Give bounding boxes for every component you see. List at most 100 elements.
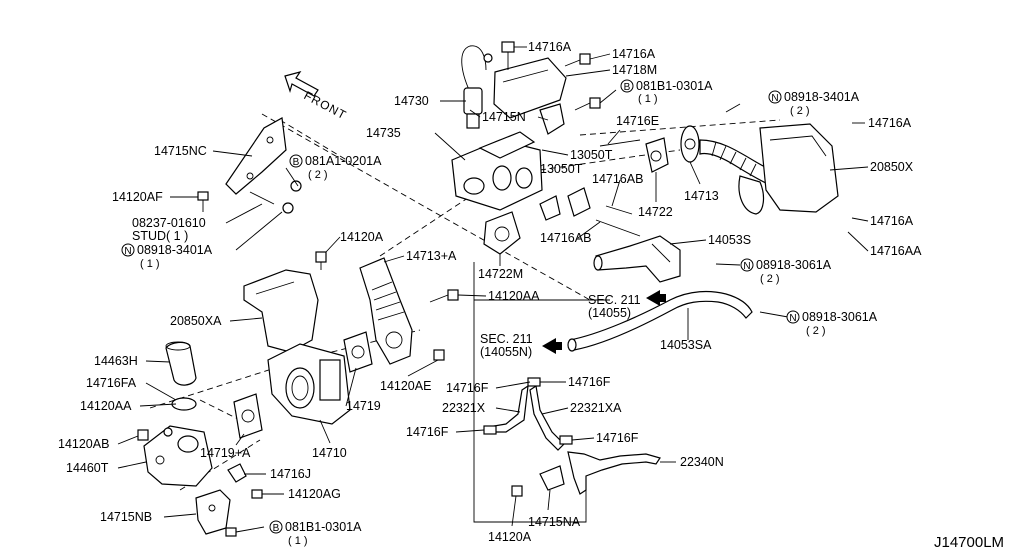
air-hose-14463h [165,341,197,386]
egr-pipe-14053sa [567,290,753,352]
callout-label: 14730 [394,94,429,108]
b-marker-icon: B [289,154,303,168]
inlet-tube-14460t [143,425,213,487]
bolt-icon [429,289,459,303]
callout-label: 22340N [680,455,724,469]
callout-label: 14463H [94,354,138,368]
callout-label: 08918-3061A [802,310,878,324]
callout-label: 14710 [312,446,347,460]
callout-label: 14716E [616,114,659,128]
callout-label: 14120AE [380,379,431,393]
bolt-icon [137,429,149,441]
egr-pipe-14053s [593,235,681,283]
callout-label: SEC. 211 [588,293,641,307]
callout-label: 14713+A [406,249,457,263]
callout-label: 14053S [708,233,751,247]
callout-label: 14716AB [592,172,643,186]
bolt-icon [433,349,445,361]
gasket-lower [483,211,521,255]
callout-label: 081B1-0301A [636,79,713,93]
svg-text:B: B [273,523,280,534]
n-marker-icon: N [740,258,754,272]
callout-label: 081B1-0301A [285,520,362,534]
callout-label: 22321X [442,401,486,415]
bolt-icon [315,251,327,270]
callout-qty: ( 2 ) [790,105,810,117]
callout-qty: ( 1 ) [140,258,160,270]
callout-label: 14716F [406,425,449,439]
callout-label: 14722M [478,267,523,281]
callout-label: 081A1-0201A [305,154,382,168]
callout-label: 08237-01610 [132,216,206,230]
svg-text:N: N [771,93,778,104]
stud-icon [249,191,275,205]
bolt-icon [163,427,173,437]
svg-text:B: B [293,157,300,168]
arrow-icon [542,338,562,354]
callout-label: 14716A [612,47,656,61]
callout-label: 14120AA [80,399,132,413]
callout-qty: (14055N) [480,345,532,359]
heat-insulator-top [493,57,567,119]
callout-label: 13050T [570,148,613,162]
group-bracket-lines [473,262,610,523]
callout-qty: ( 2 ) [806,325,826,337]
callout-label: STUD( 1 ) [132,229,188,243]
flex-tube-14713a [359,257,413,365]
callout-label: 14719 [346,399,381,413]
callout-label: 14120AG [288,487,341,501]
callout-label: 14716AB [540,231,591,245]
callout-label: 14716A [528,40,572,54]
callout-label: SEC. 211 [480,332,533,346]
bolt-icon [225,527,237,537]
svg-text:B: B [624,82,631,93]
callout-label: 14716F [568,375,611,389]
callout-label: 14120AA [488,289,540,303]
callout-label: 14715N [482,110,526,124]
gasket-small [539,187,591,221]
callout-qty: ( 1 ) [288,535,308,547]
callout-label: 14722 [638,205,673,219]
callout-label: 08918-3061A [756,258,832,272]
arrow-icon [646,290,666,306]
heat-insulator-left [243,269,319,353]
svg-text:N: N [789,313,796,324]
bracket-14715na [539,465,565,491]
callout-label: 14120A [340,230,384,244]
front-arrow-icon [284,71,319,97]
callout-label: 14713 [684,189,719,203]
callout-label: 14460T [66,461,109,475]
callout-label: 08918-3401A [784,90,860,104]
heat-insulator-right [738,123,839,215]
callout-label: 20850X [870,160,914,174]
callout-label: 14716A [870,214,914,228]
bolt-icon [511,485,523,497]
egr-valve-body [451,103,565,211]
callout-label: 14715NB [100,510,152,524]
bracket-14715nb [195,489,231,535]
water-pipe-22340n [567,451,661,495]
nut-icon [282,202,294,214]
callout-qty: (14055) [588,306,631,320]
throttle-chamber-14710 [267,343,351,425]
b-marker-icon: B [620,79,634,93]
callout-label: 14735 [366,126,401,140]
leader-lines [117,46,869,533]
callout-label: 13050T [540,162,583,176]
svg-text:N: N [743,261,750,272]
bolt-icon [501,41,515,70]
n-marker-icon: N [786,310,800,324]
callout-labels: 14716A 14716A 14718M 081B1-0301A ( 1 ) 1… [58,40,922,547]
callout-label: 14053SA [660,338,712,352]
callout-qty: ( 2 ) [760,273,780,285]
svg-text:N: N [124,246,131,257]
callout-label: 20850XA [170,314,222,328]
callout-label: 14716A [868,116,912,130]
gasket-14719a [233,393,263,439]
callout-label: 14715NA [528,515,581,529]
callout-label: 14716F [596,431,639,445]
callout-label: 14120AF [112,190,163,204]
gasket-14719 [343,331,373,373]
